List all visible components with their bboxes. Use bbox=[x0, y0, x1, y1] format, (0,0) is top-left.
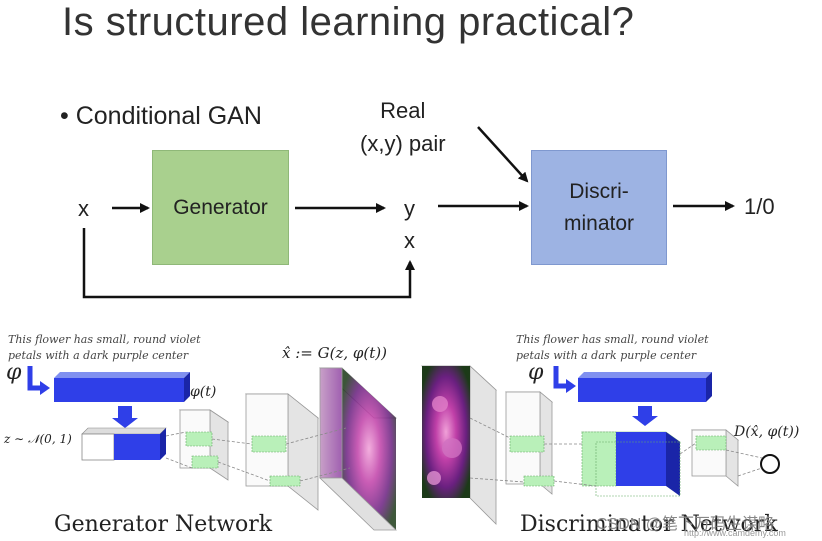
output-1-0-label: 1/0 bbox=[744, 194, 775, 219]
generator-network-label: Generator Network bbox=[54, 512, 273, 537]
gen-connections bbox=[165, 427, 351, 482]
down-arrow-right bbox=[632, 406, 658, 426]
diagram-arrows bbox=[82, 126, 735, 299]
phi-t-label: φ(t) bbox=[190, 384, 217, 400]
disc-layer-1 bbox=[504, 391, 555, 495]
gen-layer-1 bbox=[178, 409, 230, 481]
text-embedding-left bbox=[54, 372, 190, 402]
real-image bbox=[420, 365, 498, 525]
discriminator-box: Discri- minator bbox=[531, 150, 667, 265]
camdemy-watermark: http://www.camdemy.com bbox=[684, 528, 786, 538]
input-x-label: x bbox=[78, 196, 89, 221]
output-x-label: x bbox=[404, 228, 415, 253]
noise-label: z ∼ 𝒩(0, 1) bbox=[4, 432, 72, 446]
caption-right-line2: petals with a dark purple center bbox=[516, 349, 697, 362]
real-pair-label: Real (x,y) pair bbox=[360, 94, 446, 160]
disc-output-node bbox=[760, 454, 780, 474]
caption-left: This flower has small, round violet peta… bbox=[8, 332, 201, 364]
disc-concat-block bbox=[581, 431, 681, 497]
caption-left-line1: This flower has small, round violet bbox=[8, 333, 201, 346]
disc-layer-final bbox=[690, 429, 740, 487]
bullet-text: Conditional GAN bbox=[75, 102, 262, 130]
caption-right-line1: This flower has small, round violet bbox=[516, 333, 709, 346]
arrow-real-pair bbox=[477, 126, 529, 183]
arrow-x-bypass bbox=[82, 228, 415, 299]
generator-box: Generator bbox=[152, 150, 289, 265]
bullet-conditional-gan: • Conditional GAN bbox=[60, 102, 262, 130]
slide-title: Is structured learning practical? bbox=[62, 0, 635, 44]
caption-right: This flower has small, round violet peta… bbox=[516, 332, 709, 364]
x-hat-equation: x̂ := G(z, φ(t)) bbox=[282, 344, 387, 362]
discriminator-line2: minator bbox=[563, 211, 635, 235]
output-y-label: y bbox=[404, 196, 415, 221]
csdn-watermark: CSDN @笔下万码生谋略 bbox=[596, 516, 775, 533]
generated-image bbox=[318, 367, 398, 531]
generator-label: Generator bbox=[173, 195, 268, 219]
noise-concat-block bbox=[81, 427, 167, 461]
phi-symbol-right: φ bbox=[528, 360, 544, 385]
discriminator-line1: Discri- bbox=[569, 179, 629, 203]
caption-left-line2: petals with a dark purple center bbox=[8, 349, 189, 362]
phi-symbol-left: φ bbox=[6, 360, 22, 385]
real-pair-line1: Real bbox=[380, 98, 426, 123]
discriminator-network-label: Discriminator Network bbox=[520, 512, 778, 537]
phi-arrow-right bbox=[553, 366, 568, 389]
gan-network-figure bbox=[27, 365, 780, 531]
text-embedding-right bbox=[578, 372, 712, 402]
down-arrow-left bbox=[112, 406, 138, 428]
real-pair-line2: (x,y) pair bbox=[360, 131, 446, 156]
discriminator-output-label: D(x̂, φ(t)) bbox=[734, 424, 800, 440]
phi-arrow-left bbox=[27, 366, 42, 391]
disc-connections bbox=[469, 417, 763, 487]
gen-layer-2 bbox=[244, 393, 320, 511]
